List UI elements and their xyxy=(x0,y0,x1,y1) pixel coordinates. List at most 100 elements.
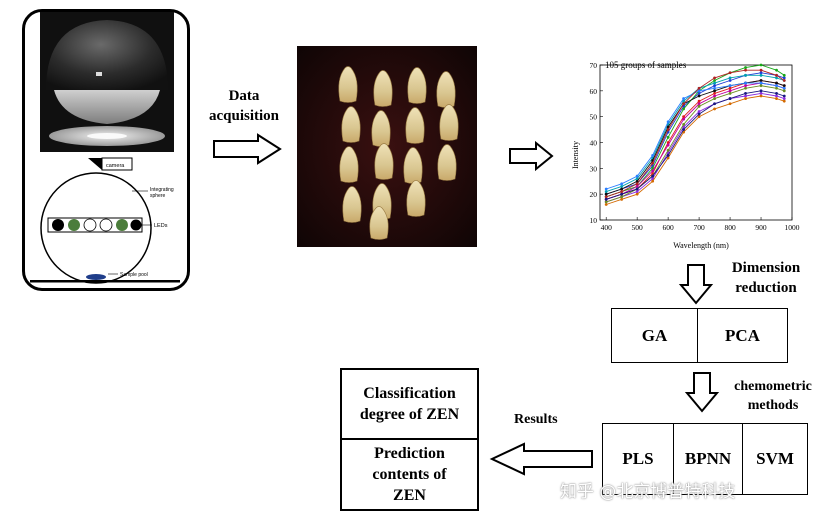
data-point xyxy=(744,92,747,95)
y-tick-label: 70 xyxy=(590,61,598,70)
data-point xyxy=(697,112,701,116)
ga-box: GA xyxy=(611,308,698,363)
data-point xyxy=(620,185,624,188)
data-point xyxy=(782,86,786,90)
data-point xyxy=(635,187,639,191)
data-point xyxy=(759,94,763,98)
data-point xyxy=(697,99,701,103)
y-tick-label: 10 xyxy=(590,216,598,225)
data-point xyxy=(682,99,686,103)
y-axis-label: Intensity xyxy=(571,141,580,169)
x-tick-label: 900 xyxy=(755,223,767,232)
corn-kernel xyxy=(342,186,362,223)
arrow-down-icon-2 xyxy=(684,372,720,413)
chemometric-line-2: methods xyxy=(747,398,799,413)
corn-kernel xyxy=(405,107,425,144)
data-point xyxy=(775,97,778,100)
data-point xyxy=(775,81,778,85)
data-point xyxy=(604,190,608,193)
x-tick-label: 600 xyxy=(663,223,675,232)
data-point xyxy=(728,76,732,80)
arrow-left-icon xyxy=(489,442,593,476)
data-point xyxy=(728,86,732,90)
data-point xyxy=(759,79,763,82)
data-point xyxy=(635,185,639,188)
corn-kernels-image xyxy=(297,46,477,247)
classification-cell: Classification degree of ZEN xyxy=(342,370,477,440)
data-point xyxy=(697,110,701,113)
data-point xyxy=(697,86,701,90)
data-point xyxy=(651,177,655,181)
data-point xyxy=(713,79,716,82)
x-tick-label: 1000 xyxy=(785,223,800,232)
data-point xyxy=(782,89,786,93)
data-point xyxy=(651,154,655,157)
data-point xyxy=(782,79,786,82)
data-point xyxy=(713,76,716,80)
data-point xyxy=(759,63,763,67)
series-line xyxy=(606,82,785,190)
data-point xyxy=(697,92,701,95)
corn-kernel xyxy=(407,67,427,104)
data-point xyxy=(682,107,686,111)
data-point xyxy=(728,89,732,93)
data-point xyxy=(782,94,786,98)
data-point xyxy=(682,123,686,126)
corn-kernel xyxy=(437,144,457,181)
corn-kernel xyxy=(373,70,393,107)
x-tick-label: 700 xyxy=(693,223,705,232)
series-line xyxy=(606,82,785,200)
data-point xyxy=(713,89,716,93)
data-point xyxy=(728,97,732,100)
series-line xyxy=(606,64,785,198)
corn-kernel xyxy=(339,146,359,183)
dimension-reduction-line-1: Dimension xyxy=(731,260,801,276)
data-point xyxy=(744,86,747,90)
y-tick-label: 40 xyxy=(590,139,598,148)
y-tick-label: 20 xyxy=(590,190,598,199)
data-acquisition-label: Data acquisition xyxy=(192,86,296,126)
integrating-sphere-label-2: sphere xyxy=(150,193,166,199)
data-point xyxy=(651,179,655,183)
data-point xyxy=(713,81,716,85)
data-point xyxy=(775,86,778,90)
data-point xyxy=(635,192,639,196)
data-point xyxy=(666,135,670,139)
data-point xyxy=(635,190,639,193)
arrow-right-icon xyxy=(213,133,282,165)
data-point xyxy=(728,84,732,88)
data-point xyxy=(666,148,670,152)
data-point xyxy=(697,89,701,93)
data-point xyxy=(682,128,686,131)
data-point xyxy=(620,192,624,196)
data-acquisition-line-2: acquisition xyxy=(208,108,280,124)
series-line xyxy=(606,85,785,203)
data-point xyxy=(635,177,639,181)
data-point xyxy=(697,102,701,106)
data-point xyxy=(697,94,701,98)
data-point xyxy=(666,156,670,160)
data-point xyxy=(620,197,624,201)
integrating-sphere-schematic: camera Integrating sphere LEDs Sample po… xyxy=(30,157,180,284)
corn-kernel xyxy=(338,66,358,103)
data-point xyxy=(759,84,763,88)
data-point xyxy=(728,102,732,106)
data-point xyxy=(635,179,639,183)
corn-kernels-illustration xyxy=(297,46,477,247)
data-point xyxy=(782,84,786,88)
data-point xyxy=(713,102,716,106)
arrow-right-icon-2 xyxy=(509,140,554,172)
prediction-line-3: ZEN xyxy=(393,487,426,504)
data-point xyxy=(775,76,778,80)
data-point xyxy=(666,120,670,124)
data-point xyxy=(713,92,716,95)
corn-kernel xyxy=(369,206,389,240)
data-point xyxy=(604,192,608,196)
data-point xyxy=(744,73,747,77)
data-point xyxy=(759,89,763,93)
classification-line-1: Classification xyxy=(363,385,456,402)
series-line xyxy=(606,80,785,195)
data-point xyxy=(713,107,716,111)
data-point xyxy=(782,99,786,103)
data-point xyxy=(697,115,701,119)
